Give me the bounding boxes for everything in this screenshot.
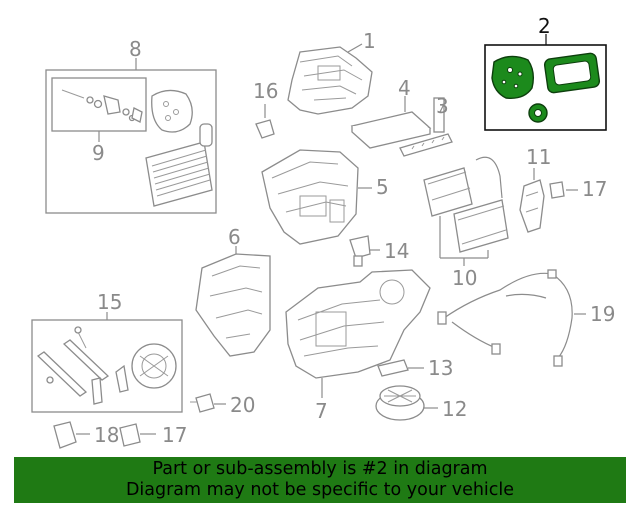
callout-6: 6 (228, 225, 241, 249)
part-4-air-filter[interactable] (350, 96, 432, 149)
callout-12: 12 (442, 397, 467, 421)
callout-9: 9 (92, 141, 105, 165)
part-2-group[interactable] (484, 34, 607, 131)
part-15-group[interactable] (31, 312, 183, 413)
part-3-seal-strip[interactable] (399, 97, 453, 157)
part-19-wiring-harness[interactable] (437, 269, 586, 367)
banner-line-1: Part or sub-assembly is #2 in diagram (152, 459, 488, 479)
part-7-hvac-housing[interactable] (285, 269, 431, 398)
part-2-seal-plate[interactable] (491, 55, 535, 99)
callout-17-lower: 17 (162, 423, 187, 447)
callout-5: 5 (376, 175, 389, 199)
part-10-heater-core[interactable] (423, 156, 509, 266)
callout-16: 16 (253, 79, 278, 103)
part-15-box (31, 319, 183, 413)
part-8-group[interactable] (45, 58, 217, 214)
callout-10: 10 (452, 266, 477, 290)
part-8-box (45, 69, 217, 214)
part-14-sensor[interactable] (349, 235, 380, 267)
callout-1: 1 (363, 29, 376, 53)
part-13-resistor[interactable] (377, 359, 424, 377)
part-17-clip-upper[interactable] (549, 181, 578, 199)
callout-11: 11 (526, 145, 551, 169)
part-17-clip-lower[interactable] (119, 423, 156, 447)
callout-13: 13 (428, 356, 453, 380)
callout-3: 3 (436, 94, 449, 118)
part-5-hvac-case[interactable] (261, 149, 372, 245)
callout-4: 4 (398, 76, 411, 100)
callout-2: 2 (538, 14, 551, 38)
part-1-hvac-upper-case[interactable] (287, 43, 373, 115)
part-16-sensor[interactable] (255, 104, 275, 139)
callout-8: 8 (129, 37, 142, 61)
info-banner: Part or sub-assembly is #2 in diagram Di… (14, 457, 626, 503)
part-6-duct[interactable] (195, 246, 271, 357)
callout-18: 18 (94, 423, 119, 447)
part-12-blower-motor[interactable] (375, 385, 438, 421)
part-20-sensor[interactable] (190, 393, 226, 413)
part-11-bracket[interactable] (519, 168, 545, 233)
callout-7: 7 (315, 399, 328, 423)
callout-20: 20 (230, 393, 255, 417)
callout-17-upper: 17 (582, 177, 607, 201)
banner-line-2: Diagram may not be specific to your vehi… (125, 480, 515, 500)
callout-14: 14 (384, 239, 409, 263)
part-2-box (484, 44, 607, 131)
part-18-bracket[interactable] (53, 421, 90, 449)
callout-15: 15 (97, 290, 122, 314)
callout-19: 19 (590, 302, 615, 326)
